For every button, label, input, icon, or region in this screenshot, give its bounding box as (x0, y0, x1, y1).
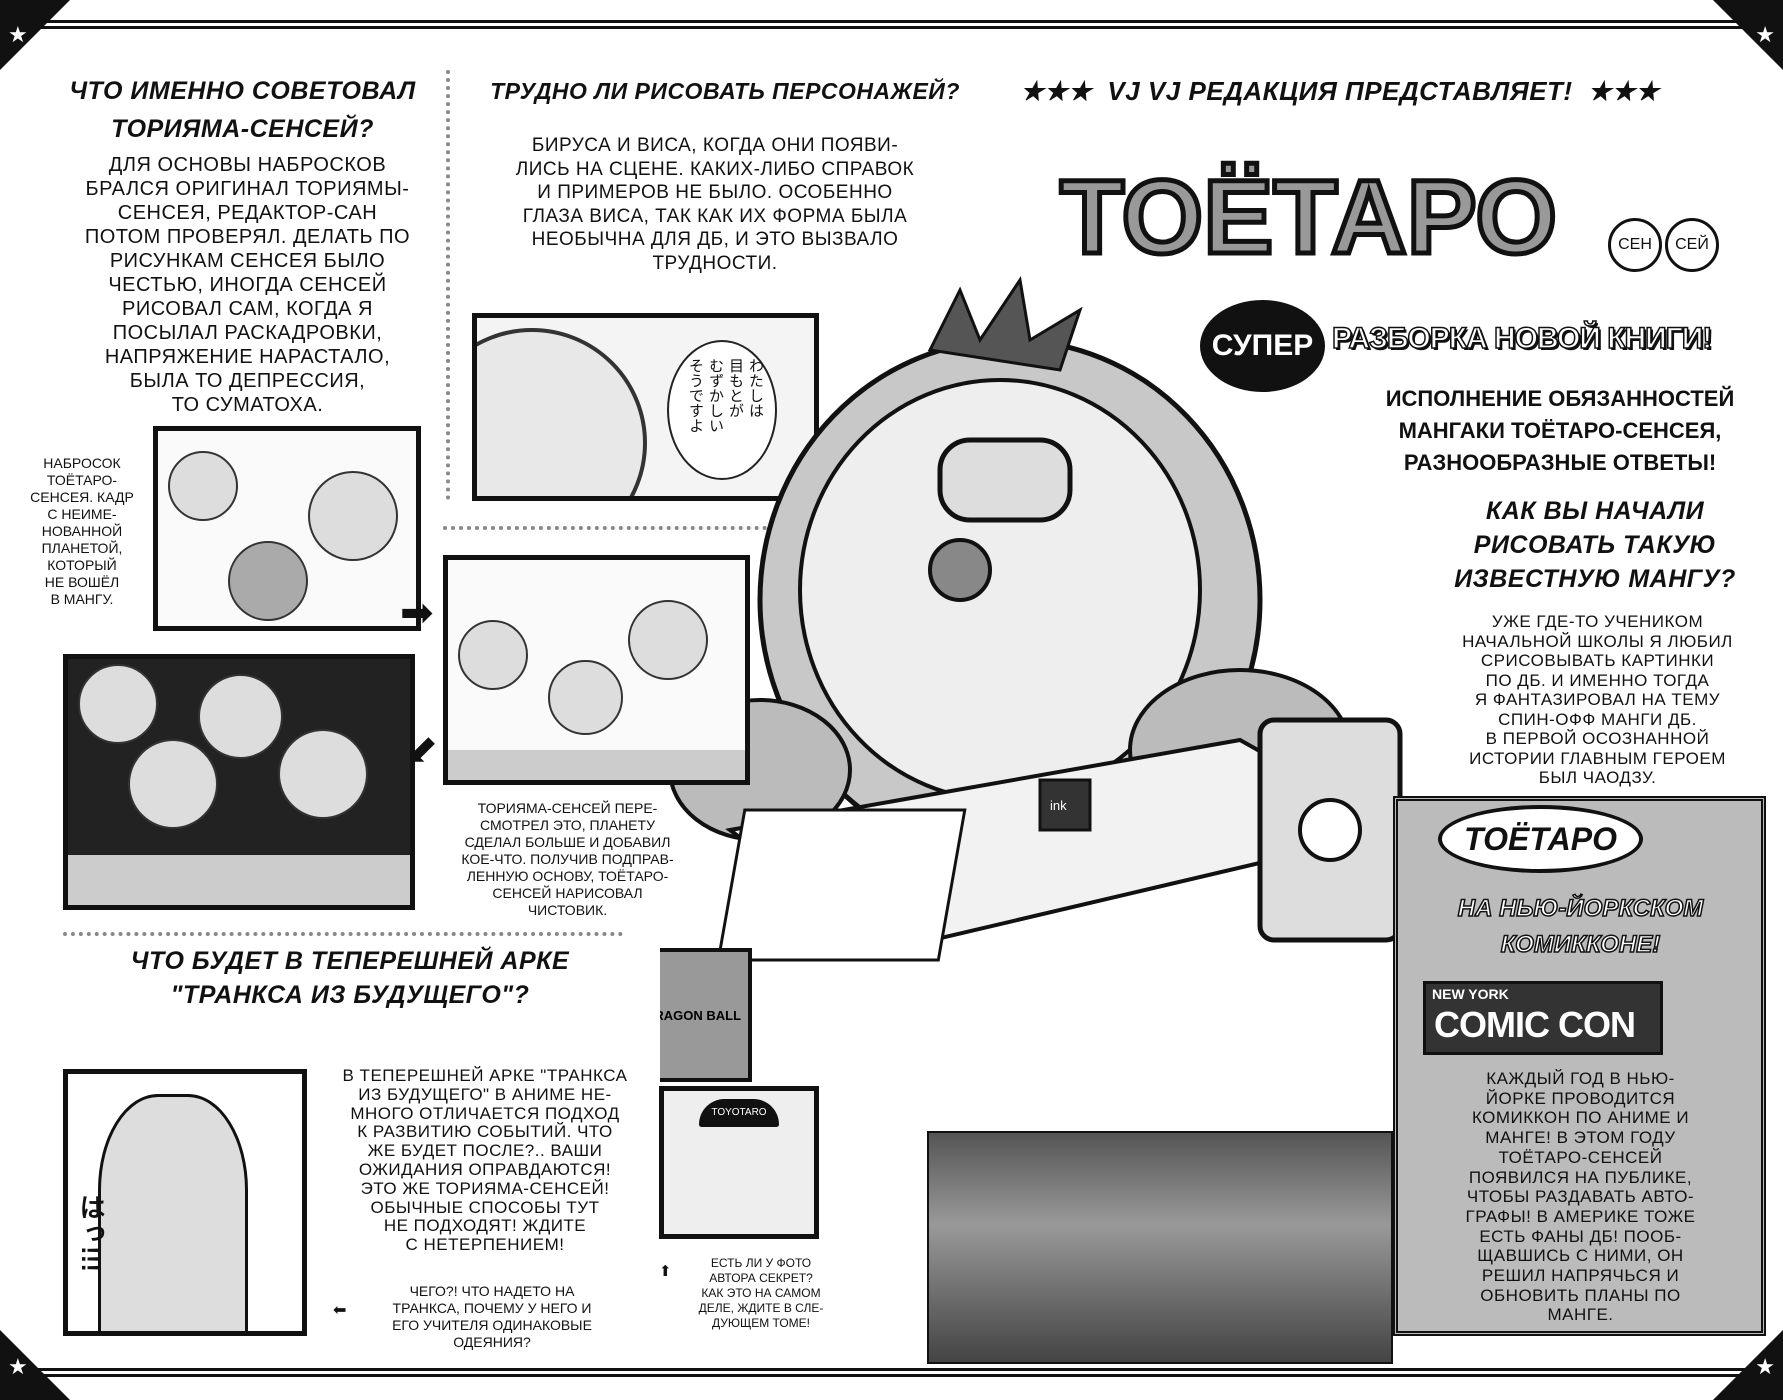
comiccon-heading: НА НЬЮ-ЙОРКСКОМ КОМИККОНЕ! (1457, 894, 1704, 959)
divider (446, 70, 450, 500)
title-suffix: СЕЙ (1665, 218, 1719, 272)
stars: ★★★ (1588, 76, 1660, 106)
bottom-border (0, 1368, 1783, 1377)
ink-bottle (1038, 778, 1092, 832)
corner-top-right (1713, 0, 1783, 70)
corner-top-left (0, 0, 70, 70)
nycc-logo: NEW YORK COMIC CON (1423, 981, 1663, 1055)
cap-label: TOYOTARO (699, 1099, 779, 1127)
revised-caption: ТОРИЯМА-СЕНСЕЙ ПЕРЕ- СМОТРЕЛ ЭТО, ПЛАНЕТ… (461, 800, 674, 918)
toyotaro-bubble: ТОЁТАРО (1438, 805, 1643, 873)
author-photo-panel: TOYOTARO (659, 1086, 819, 1239)
star-icon: ★ (8, 22, 28, 47)
stars: ★★★ (1020, 76, 1092, 106)
capsule-logo (1298, 798, 1362, 862)
vis-panel: わたしは 目もとが むずかしい そうですよ (472, 313, 819, 501)
q3-body: УЖЕ ГДЕ-ТО УЧЕНИКОМ НАЧАЛЬНОЙ ШКОЛЫ Я ЛЮ… (1462, 612, 1733, 787)
top-border (0, 20, 1783, 29)
comiccon-box: ТОЁТАРО НА НЬЮ-ЙОРКСКОМ КОМИККОНЕ! NEW Y… (1393, 796, 1766, 1336)
super-badge: СУПЕР (1200, 300, 1325, 392)
manuscript-page (716, 808, 967, 962)
q1-body: ДЛЯ ОСНОВЫ НАБРОСКОВ БРАЛСЯ ОРИГИНАЛ ТОР… (84, 154, 411, 416)
comiccon-body: КАЖДЫЙ ГОД В НЬЮ- ЙОРКЕ ПРОВОДИТСЯ КОМИК… (1465, 1069, 1696, 1325)
star-icon: ★ (1755, 1354, 1775, 1379)
lead-text: ИСПОЛНЕНИЕ ОБЯЗАННОСТЕЙ МАНГАКИ ТОЁТАРО-… (1385, 386, 1735, 475)
speech-bubble: わたしは 目もとが むずかしい そうですよ (687, 358, 764, 433)
title-suffix: СЕН (1608, 218, 1662, 272)
sfx: はっ!!! (76, 1194, 106, 1272)
logo-top: NEW YORK (1432, 986, 1509, 1002)
breathing-mask (928, 538, 992, 602)
banner: ★★★ VJ VJ РЕДАКЦИЯ ПРЕДСТАВЛЯЕТ! ★★★ (1020, 76, 1660, 106)
arrow-left-icon: ⬅ (333, 1302, 347, 1319)
q4-body: В ТЕПЕРЕШНЕЙ АРКЕ "ТРАНКСА ИЗ БУДУЩЕГО" … (342, 1066, 628, 1255)
revised-panel (443, 555, 750, 785)
q1-heading: ЧТО ИМЕННО СОВЕТОВАЛ ТОРИЯМА-СЕНСЕЙ? (69, 77, 416, 143)
goggles (937, 437, 1073, 523)
arrow-right-icon: ➡ (400, 591, 434, 635)
title-main: ТОЁТАРО (1057, 159, 1559, 276)
ink-label: ink (1050, 798, 1067, 813)
divider (443, 526, 823, 530)
arrow-up-icon: ⬆ (659, 1263, 672, 1280)
book-label: DRAGON BALL (660, 1008, 741, 1023)
q4-heading: ЧТО БУДЕТ В ТЕПЕРЕШНЕЙ АРКЕ "ТРАНКСА ИЗ … (130, 947, 570, 1009)
q3-heading: КАК ВЫ НАЧАЛИ РИСОВАТЬ ТАКУЮ ИЗВЕСТНУЮ М… (1454, 497, 1736, 593)
astronaut-illustration: DRAGON BALL ink (660, 276, 1406, 1082)
planet-panel (63, 654, 415, 910)
sketch-caption: НАБРОСОК ТОЁТАРО- СЕНСЕЯ. КАДР С НЕИМЕ- … (30, 455, 134, 607)
q2-body: БИРУСА И ВИСА, КОГДА ОНИ ПОЯВИ- ЛИСЬ НА … (515, 135, 915, 274)
star-icon: ★ (1755, 22, 1775, 47)
trunks-caption: ЧЕГО?! ЧТО НАДЕТО НА ТРАНКСА, ПОЧЕМУ У Н… (392, 1283, 592, 1350)
manga-volume (660, 948, 752, 1082)
divider (63, 932, 623, 936)
comiccon-photo (927, 1131, 1393, 1364)
photo-caption: ЕСТЬ ЛИ У ФОТО АВТОРА СЕКРЕТ? КАК ЭТО НА… (698, 1256, 824, 1330)
q2-heading: ТРУДНО ЛИ РИСОВАТЬ ПЕРСОНАЖЕЙ? (490, 78, 960, 104)
hair (927, 276, 1083, 372)
logo-main: COMIC CON (1434, 1004, 1636, 1045)
corner-bottom-right (1713, 1330, 1783, 1400)
sketch-panel (153, 426, 421, 631)
banner-text: VJ РЕДАКЦИЯ ПРЕДСТАВЛЯЕТ! (1147, 76, 1573, 106)
corner-bottom-left (0, 1330, 70, 1400)
star-icon: ★ (8, 1354, 28, 1379)
trunks-panel: はっ!!! (63, 1069, 307, 1336)
subtitle: РАЗБОРКА НОВОЙ КНИГИ! (1331, 321, 1713, 356)
